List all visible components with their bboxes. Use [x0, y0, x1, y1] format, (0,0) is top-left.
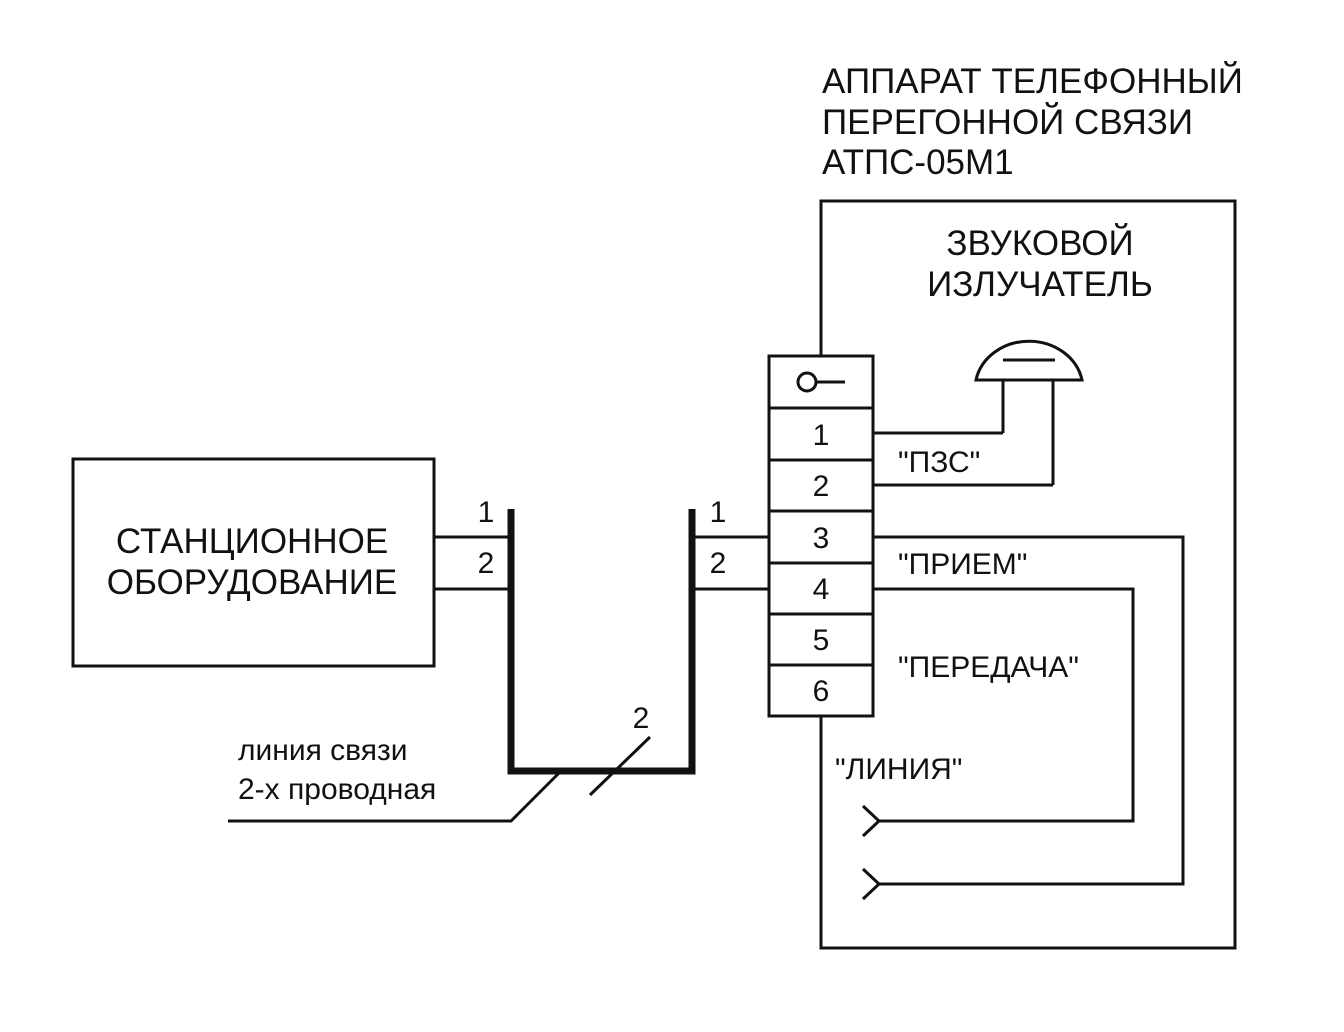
- signal-peredacha-label: "ПЕРЕДАЧА": [898, 651, 1079, 684]
- two-wire-cable: [507, 509, 696, 775]
- station-equipment-box: [71, 457, 436, 668]
- terminal-6-label: 6: [813, 675, 830, 708]
- emitter-label-line-2: ИЗЛУЧАТЕЛЬ: [927, 265, 1153, 304]
- terminal-1-label: 1: [813, 419, 830, 452]
- wire-terminal-4-loop: [873, 587, 1135, 823]
- station-pin-2-label: 2: [478, 547, 495, 580]
- device-title-line-3: АТПС-05М1: [822, 143, 1014, 182]
- connector-arrow-icon: [861, 804, 882, 838]
- terminal-5-label: 5: [813, 624, 830, 657]
- terminal-2-label: 2: [813, 470, 830, 503]
- line-lead-wire: [228, 770, 562, 823]
- terminal-4-label: 4: [813, 573, 830, 606]
- line-label-line-1: линия связи: [238, 734, 408, 767]
- device-title-line-1: АППАРАТ ТЕЛЕФОННЫЙ: [822, 61, 1243, 101]
- device-title-line-2: ПЕРЕГОННОЙ СВЯЗИ: [822, 102, 1193, 142]
- terminal-3-label: 3: [813, 522, 830, 555]
- station-label-line-1: СТАНЦИОННОЕ: [116, 522, 388, 561]
- signal-liniya-label: "ЛИНИЯ": [835, 753, 962, 786]
- terminal-block: [767, 354, 875, 718]
- wire-terminal-3-loop: [873, 535, 1185, 886]
- signal-priem-label: "ПРИЕМ": [898, 548, 1027, 581]
- emitter-label-line-1: ЗВУКОВОЙ: [946, 223, 1133, 263]
- device-enclosure: [819, 199, 1237, 950]
- connector-arrow-icon: [861, 867, 882, 901]
- wire-count-slash: [588, 735, 652, 797]
- ground-terminal-icon: [796, 371, 845, 393]
- wire-count-label: 2: [633, 702, 650, 735]
- station-pin-1-label: 1: [478, 496, 495, 529]
- line-label-line-2: 2-х проводная: [238, 773, 436, 806]
- station-label-line-2: ОБОРУДОВАНИЕ: [107, 563, 398, 602]
- device-pin-2-label: 2: [710, 547, 727, 580]
- sound-emitter-icon: [974, 339, 1084, 485]
- signal-pzs-label: "ПЗС": [898, 446, 980, 479]
- device-pin-1-label: 1: [710, 496, 727, 529]
